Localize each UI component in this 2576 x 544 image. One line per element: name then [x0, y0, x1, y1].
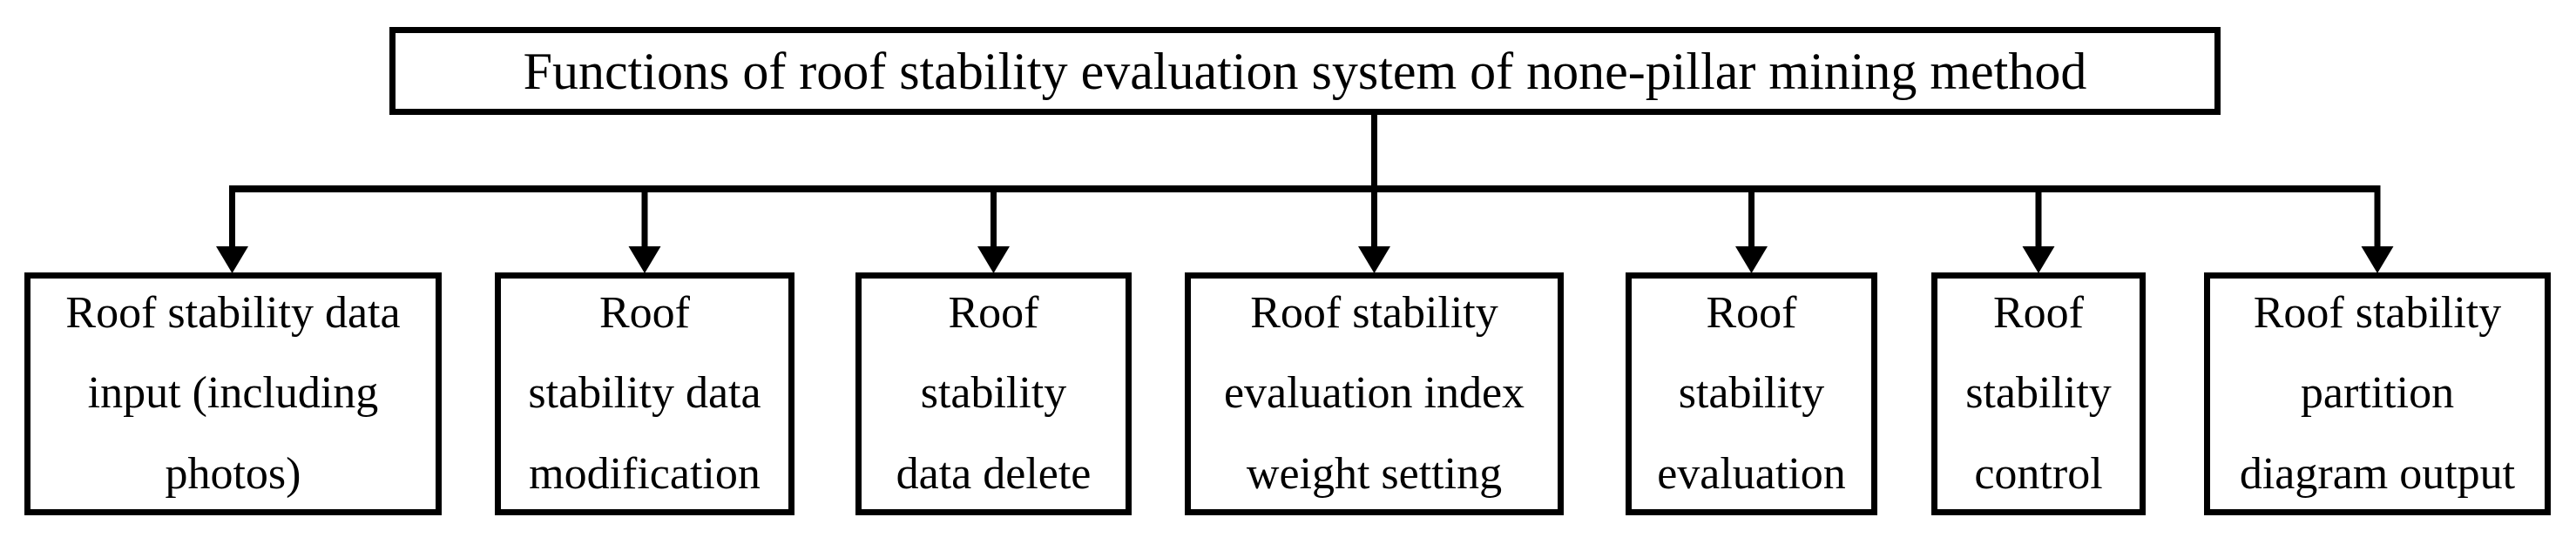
- node-evaluation: Roof stability evaluation: [1626, 272, 1877, 515]
- node-partition-diagram-output-label: Roof stability partition diagram output: [2239, 288, 2516, 499]
- arrowhead-icon: [628, 246, 661, 273]
- node-data-input: Roof stability data input (including pho…: [24, 272, 442, 515]
- node-data-delete-label: Roof stability data delete: [896, 288, 1092, 499]
- node-evaluation-label: Roof stability evaluation: [1657, 288, 1846, 499]
- node-root-label: Functions of roof stability evaluation s…: [523, 42, 2087, 100]
- node-index-weight-setting-label: Roof stability evaluation index weight s…: [1223, 288, 1525, 499]
- node-partition-diagram-output: Roof stability partition diagram output: [2204, 272, 2551, 515]
- node-control-label: Roof stability control: [1965, 288, 2112, 499]
- arrowhead-icon: [977, 246, 1010, 273]
- node-data-input-label: Roof stability data input (including pho…: [65, 288, 401, 499]
- arrowhead-icon: [2361, 246, 2394, 273]
- arrowhead-icon: [2022, 246, 2055, 273]
- node-root: Functions of roof stability evaluation s…: [389, 27, 2221, 115]
- node-data-delete: Roof stability data delete: [855, 272, 1132, 515]
- node-data-modification: Roof stability data modification: [495, 272, 794, 515]
- node-index-weight-setting: Roof stability evaluation index weight s…: [1185, 272, 1564, 515]
- arrowhead-icon: [216, 246, 248, 273]
- arrowhead-icon: [1358, 246, 1390, 273]
- arrowhead-icon: [1735, 246, 1768, 273]
- node-control: Roof stability control: [1931, 272, 2146, 515]
- node-data-modification-label: Roof stability data modification: [528, 288, 761, 499]
